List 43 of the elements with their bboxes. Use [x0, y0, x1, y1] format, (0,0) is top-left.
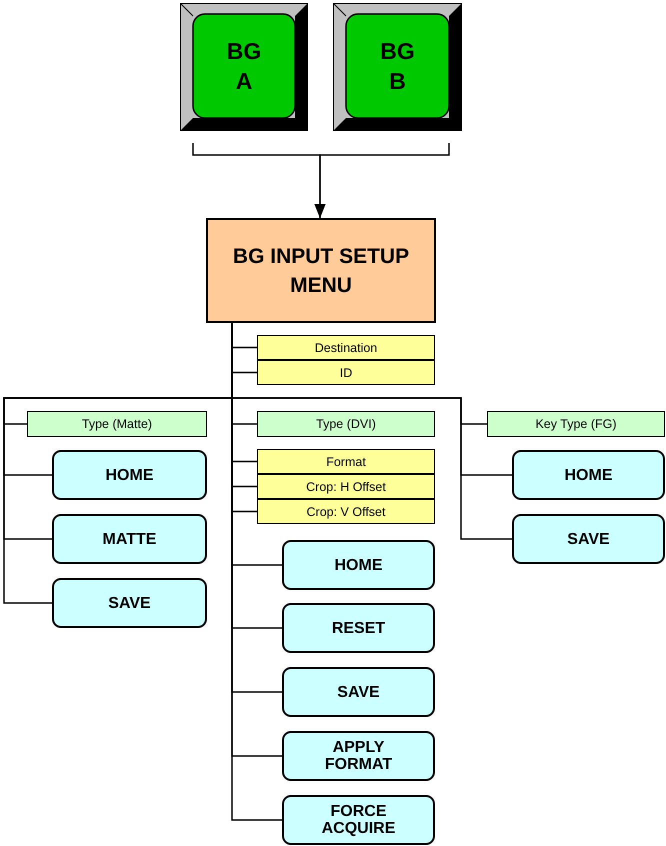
- softkey-button: [282, 540, 435, 590]
- button-label: HOME: [104, 466, 154, 484]
- menu-item: [257, 474, 435, 499]
- type-item: [257, 411, 435, 437]
- menu-item: [257, 499, 435, 524]
- arrow: [314, 143, 450, 218]
- button-label: Crop: H Offset: [306, 480, 386, 494]
- button-label: SAVE: [336, 684, 381, 700]
- key-button: [180, 3, 308, 131]
- softkey-button: [512, 450, 665, 500]
- menu-item: [257, 449, 435, 474]
- softkey-button: [512, 514, 665, 564]
- button-label: BG INPUT SETUP MENU: [232, 244, 410, 298]
- button-label: BG A: [226, 37, 262, 96]
- softkey-button: [282, 731, 435, 781]
- button-label: HOME: [564, 466, 614, 484]
- button-label: Type (Matte): [82, 417, 152, 431]
- button-label: RESET: [330, 620, 386, 636]
- softkey-button: [52, 578, 207, 628]
- type-item: [27, 411, 207, 437]
- button-label: Key Type (FG): [535, 417, 617, 431]
- menu-box: [206, 218, 436, 323]
- button-label: BG B: [379, 37, 416, 96]
- button-label: Type (DVI): [316, 417, 376, 431]
- button-label: MATTE: [102, 530, 158, 548]
- button-label: SAVE: [107, 594, 152, 612]
- softkey-button: [282, 603, 435, 653]
- menu-item: [257, 360, 435, 385]
- softkey-button: [52, 450, 207, 500]
- softkey-button: [52, 514, 207, 564]
- button-label: Crop: V Offset: [306, 504, 386, 518]
- button-label: ID: [340, 366, 352, 380]
- button-label: SAVE: [566, 530, 611, 548]
- key-button: [333, 3, 462, 131]
- button-label: APPLY FORMAT: [324, 739, 394, 773]
- softkey-button: [282, 795, 435, 845]
- menu-item: [257, 335, 435, 360]
- button-label: Format: [326, 454, 366, 468]
- softkey-button: [282, 667, 435, 717]
- button-label: FORCE ACQUIRE: [320, 803, 396, 837]
- button-label: HOME: [334, 556, 384, 574]
- type-item: [487, 411, 665, 437]
- button-label: Destination: [314, 340, 378, 354]
